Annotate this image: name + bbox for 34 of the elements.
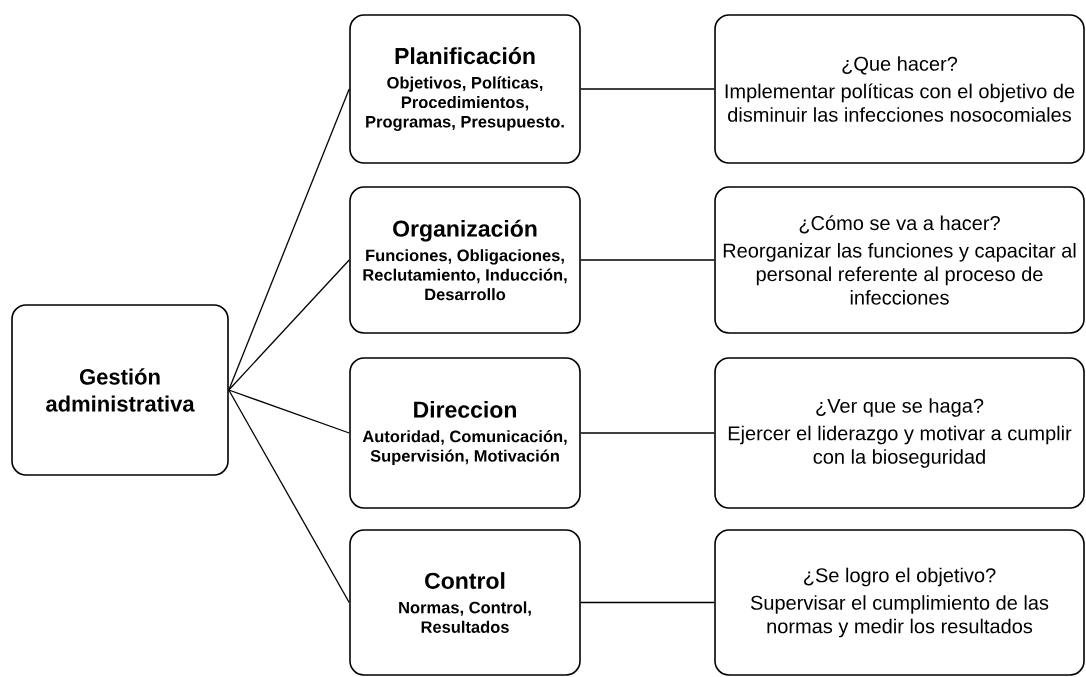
connector-line [580,432,715,434]
box-heading: ¿Que hacer? [842,56,958,75]
box-text: Funciones, Obligaciones, Reclutamiento, Inducción, Desarrollo [363,249,567,301]
connector-line [228,389,350,434]
connector-line [228,389,350,604]
connector-line [580,259,715,261]
box-heading: Planificación [395,47,535,65]
box-heading: ¿Cómo se va a hacer? [799,215,1000,234]
rounded-box [11,304,229,476]
rounded-box [714,529,1085,676]
box-heading: Organización [393,219,537,242]
box-text: Reorganizar las funciones y capacitar al personal referente al proceso de infecciones [723,243,1076,305]
rounded-box [714,186,1085,334]
connector-line [580,601,715,604]
box-heading: Direccion [414,400,516,418]
rounded-box [714,14,1085,164]
box-text: Implementar políticas con el objetivo de disminuir las infecciones nosocomiales [725,83,1075,122]
connector-line [228,259,350,391]
box-text: Autoridad, Comunicación, Supervisión, Motivación [362,430,567,466]
connector-line [228,88,350,391]
box-text: Ejercer el liderazgo y motivar a cumplir con la bioseguridad [728,425,1072,468]
box-text: Supervisar el cumplimiento de las normas y medir los resultados [750,595,1049,638]
rounded-box [349,529,581,676]
rounded-box [349,14,581,164]
box-text: Objetivos, Políticas, Procedimientos, Programas, Presupuesto. [366,76,564,131]
rounded-box [349,186,581,334]
box-heading: ¿Se logro el objetivo? [804,567,996,587]
box-heading: Control [425,572,505,589]
connector-line [580,88,715,90]
rounded-box [349,357,581,509]
rounded-box [714,357,1085,509]
box-heading: ¿Ver que se haga? [816,398,984,417]
box-heading: Gestión administrativa [46,368,195,412]
box-text: Normas, Control, Resultados [399,601,531,633]
